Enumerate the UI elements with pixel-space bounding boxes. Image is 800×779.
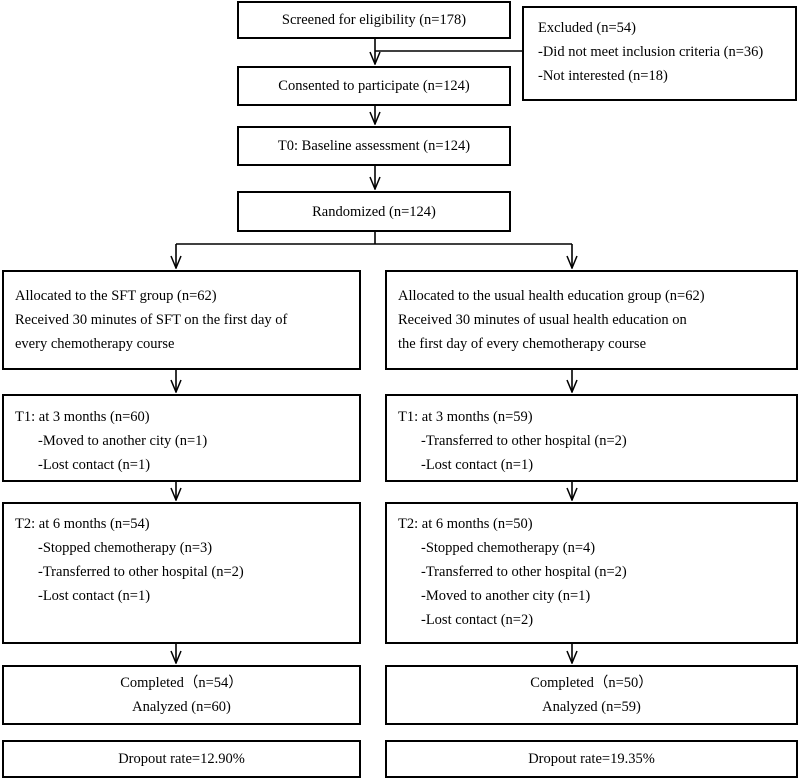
- excluded-item: -Did not meet inclusion criteria (n=36): [538, 44, 764, 60]
- left-t1-title: T1: at 3 months (n=60): [15, 409, 150, 425]
- right-t1-box: T1: at 3 months (n=59) -Transferred to o…: [385, 394, 798, 482]
- right-completed-box: Completed（n=50） Analyzed (n=59): [385, 665, 798, 725]
- consented-box: Consented to participate (n=124): [237, 66, 511, 106]
- excluded-item: -Not interested (n=18): [538, 68, 668, 84]
- right-t2-item: -Stopped chemotherapy (n=4): [421, 540, 596, 556]
- left-t2-item: -Lost contact (n=1): [38, 588, 151, 604]
- left-t2-item: -Transferred to other hospital (n=2): [38, 564, 244, 580]
- left-analyzed: Analyzed (n=60): [132, 699, 231, 715]
- left-allocation-line: every chemotherapy course: [15, 336, 175, 352]
- screening-box: Screened for eligibility (n=178): [237, 1, 511, 39]
- right-dropout-box: Dropout rate=19.35%: [385, 740, 798, 778]
- screening-label: Screened for eligibility (n=178): [281, 12, 467, 28]
- baseline-label: T0: Baseline assessment (n=124): [277, 138, 471, 154]
- left-allocation-line: Received 30 minutes of SFT on the first …: [15, 312, 288, 328]
- right-analyzed: Analyzed (n=59): [542, 699, 641, 715]
- left-t2-title: T2: at 6 months (n=54): [15, 516, 150, 532]
- excluded-box: Excluded (n=54) -Did not meet inclusion …: [522, 6, 797, 101]
- left-allocation-line: Allocated to the SFT group (n=62): [15, 288, 217, 304]
- right-allocation-line: the first day of every chemotherapy cour…: [398, 336, 647, 352]
- right-t1-title: T1: at 3 months (n=59): [398, 409, 533, 425]
- right-allocation-box: Allocated to the usual health education …: [385, 270, 798, 370]
- right-t2-box: T2: at 6 months (n=50) -Stopped chemothe…: [385, 502, 798, 644]
- right-t2-item: -Lost contact (n=2): [421, 612, 534, 628]
- left-dropout-box: Dropout rate=12.90%: [2, 740, 361, 778]
- excluded-title: Excluded (n=54): [538, 20, 636, 36]
- right-t2-title: T2: at 6 months (n=50): [398, 516, 533, 532]
- left-dropout: Dropout rate=12.90%: [118, 751, 245, 767]
- consented-label: Consented to participate (n=124): [278, 78, 470, 94]
- right-t2-item: -Moved to another city (n=1): [421, 588, 591, 604]
- right-allocation-line: Allocated to the usual health education …: [398, 288, 705, 304]
- left-completed: Completed（n=54）: [120, 675, 243, 691]
- left-t2-box: T2: at 6 months (n=54) -Stopped chemothe…: [2, 502, 361, 644]
- left-t2-item: -Stopped chemotherapy (n=3): [38, 540, 213, 556]
- left-t1-item: -Lost contact (n=1): [38, 457, 151, 473]
- left-completed-box: Completed（n=54） Analyzed (n=60): [2, 665, 361, 725]
- randomized-label: Randomized (n=124): [312, 203, 436, 220]
- right-t1-item: -Transferred to other hospital (n=2): [421, 433, 627, 449]
- left-t1-box: T1: at 3 months (n=60) -Moved to another…: [2, 394, 361, 482]
- right-allocation-line: Received 30 minutes of usual health educ…: [398, 312, 687, 328]
- right-completed: Completed（n=50）: [530, 675, 653, 691]
- right-t1-item: -Lost contact (n=1): [421, 457, 534, 473]
- left-allocation-box: Allocated to the SFT group (n=62) Receiv…: [2, 270, 361, 370]
- randomized-box: Randomized (n=124): [237, 191, 511, 232]
- baseline-box: T0: Baseline assessment (n=124): [237, 126, 511, 166]
- left-t1-item: -Moved to another city (n=1): [38, 433, 208, 449]
- right-t2-item: -Transferred to other hospital (n=2): [421, 564, 627, 580]
- right-dropout: Dropout rate=19.35%: [528, 751, 655, 767]
